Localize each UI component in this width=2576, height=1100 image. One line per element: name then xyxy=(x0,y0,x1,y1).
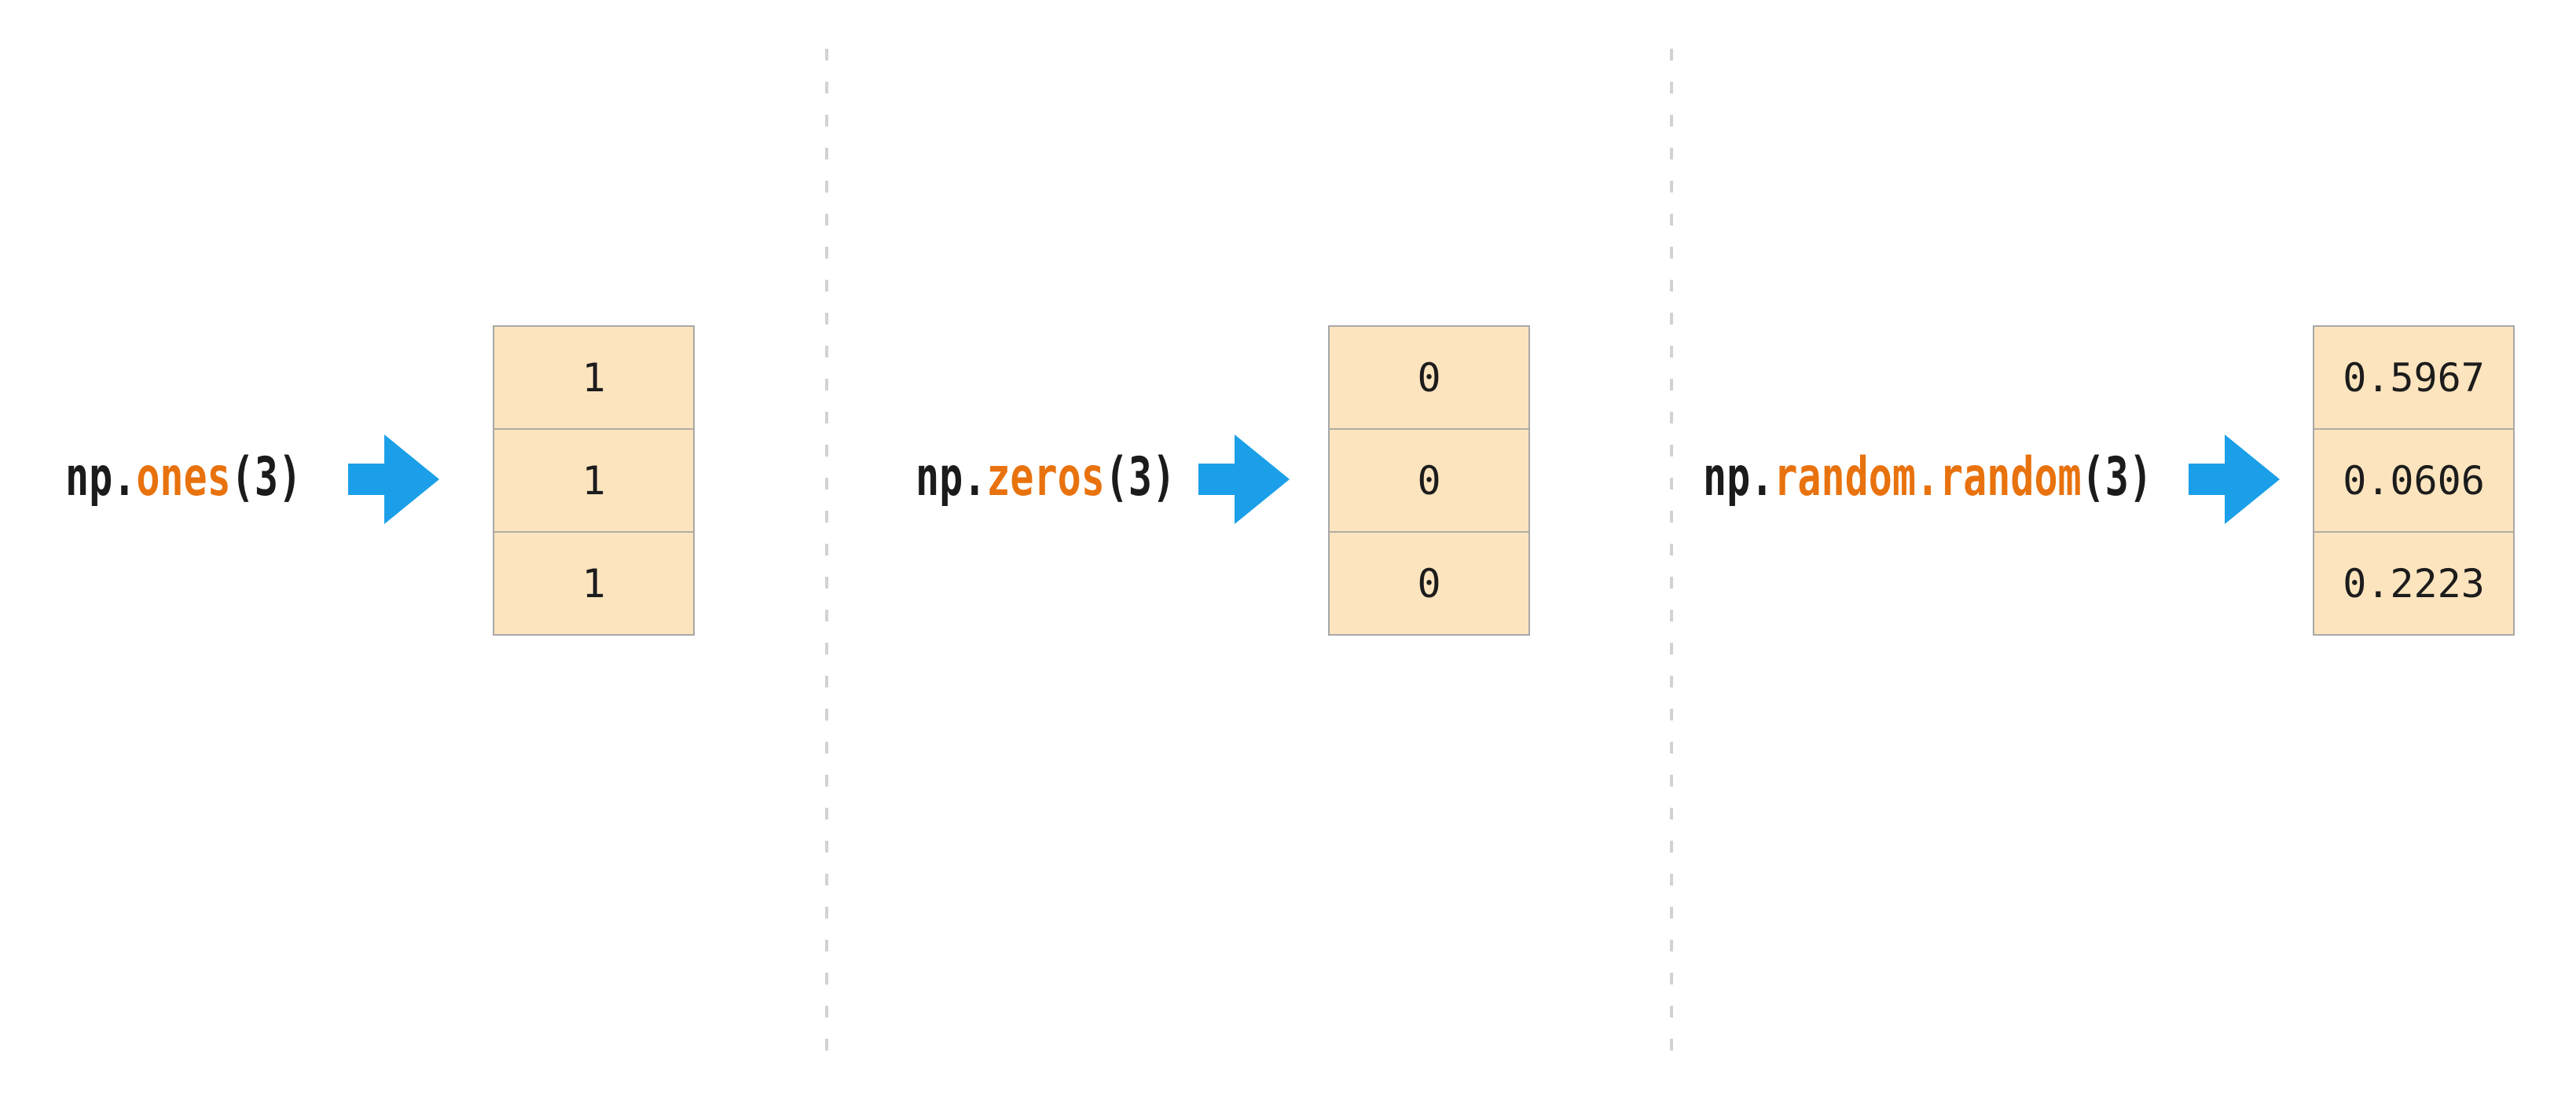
code-function: random.random xyxy=(1774,446,2082,508)
code-prefix: np. xyxy=(65,446,137,508)
array-cell: 0.2223 xyxy=(2314,531,2513,634)
code-function: zeros xyxy=(986,446,1105,508)
array-cell: 1 xyxy=(494,531,693,634)
arrow-right-icon xyxy=(1198,434,1290,524)
array-cell: 0 xyxy=(1330,531,1528,634)
code-label-random: np.random.random(3) xyxy=(1703,450,2152,504)
panel-divider xyxy=(1670,49,1673,1064)
array-column: 0 0 0 xyxy=(1328,325,1530,636)
array-cell: 1 xyxy=(494,428,693,531)
code-suffix: (3) xyxy=(1104,446,1176,508)
code-prefix: np. xyxy=(1703,446,1774,508)
array-column: 1 1 1 xyxy=(493,325,695,636)
array-cell: 0.5967 xyxy=(2343,354,2485,401)
array-cell: 0.0606 xyxy=(2314,428,2513,531)
code-prefix: np. xyxy=(916,446,987,508)
code-suffix: (3) xyxy=(2081,446,2152,508)
code-label-zeros: np.zeros(3) xyxy=(916,450,1176,504)
arrow-right-icon xyxy=(348,434,439,524)
panel-divider xyxy=(825,49,828,1064)
code-function: ones xyxy=(136,446,231,508)
array-cell: 0 xyxy=(1330,428,1528,531)
array-cell: 1 xyxy=(582,354,606,401)
array-column: 0.5967 0.0606 0.2223 xyxy=(2313,325,2515,636)
arrow-right-icon xyxy=(2189,434,2280,524)
array-cell: 0 xyxy=(1417,354,1441,401)
code-suffix: (3) xyxy=(230,446,303,508)
code-label-ones: np.ones(3) xyxy=(65,450,302,504)
